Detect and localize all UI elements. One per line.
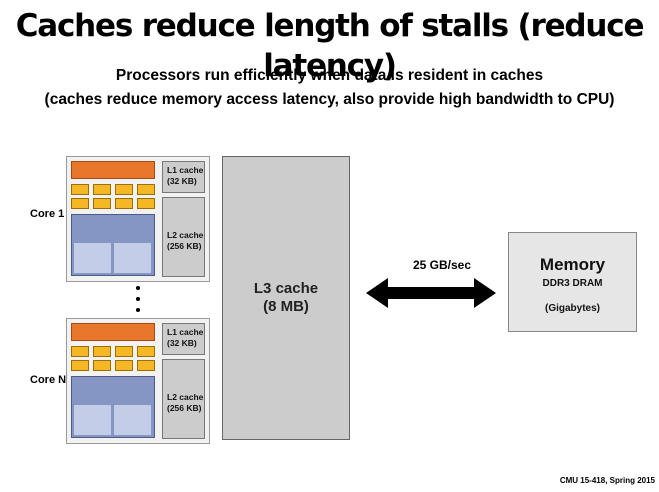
l2-cache-size: (256 KB) bbox=[167, 241, 202, 251]
core-sub-block bbox=[74, 243, 111, 273]
footer-credit: CMU 15-418, Spring 2015 bbox=[559, 476, 655, 485]
core-logic-block bbox=[71, 376, 155, 438]
memory-title: Memory bbox=[539, 255, 606, 274]
l1-cache-size: (32 KB) bbox=[167, 338, 197, 348]
l2-cache-label: L2 cache bbox=[167, 230, 204, 240]
l3-cache-label: L3 cache bbox=[253, 280, 319, 297]
execution-unit bbox=[71, 161, 155, 179]
core-1-block: L1 cache (32 KB) L2 cache (256 KB) bbox=[66, 156, 210, 282]
l3-cache-box: L3 cache (8 MB) bbox=[222, 156, 350, 440]
core-logic-block bbox=[71, 214, 155, 276]
l1-cache-label: L1 cache bbox=[167, 165, 204, 175]
l1-cache-box: L1 cache (32 KB) bbox=[162, 323, 205, 355]
subtitle-line-1: Processors run efficiently when data is … bbox=[115, 67, 544, 84]
l1-cache-label: L1 cache bbox=[167, 327, 204, 337]
core-sub-block bbox=[74, 405, 111, 435]
memory-type: DDR3 DRAM bbox=[542, 278, 603, 289]
core-1-label: Core 1 bbox=[30, 208, 65, 220]
subtitle-line-2: (caches reduce memory access latency, al… bbox=[44, 91, 615, 108]
bandwidth-label: 25 GB/sec bbox=[412, 258, 472, 272]
core-sub-block bbox=[114, 405, 151, 435]
ellipsis-dot bbox=[136, 286, 140, 290]
ellipsis-dot bbox=[136, 308, 140, 312]
memory-size: (Gigabytes) bbox=[544, 303, 600, 314]
l2-cache-box: L2 cache (256 KB) bbox=[162, 197, 205, 277]
register-grid bbox=[71, 184, 157, 210]
bidirectional-arrow-icon bbox=[366, 278, 496, 308]
l3-cache-size: (8 MB) bbox=[263, 298, 309, 315]
ellipsis-dot bbox=[136, 297, 140, 301]
slide-title: Caches reduce length of stalls (reduce l… bbox=[15, 8, 645, 84]
core-n-label: Core N bbox=[30, 374, 67, 386]
core-sub-block bbox=[114, 243, 151, 273]
l1-cache-box: L1 cache (32 KB) bbox=[162, 161, 205, 193]
l2-cache-box: L2 cache (256 KB) bbox=[162, 359, 205, 439]
l1-cache-size: (32 KB) bbox=[167, 176, 197, 186]
execution-unit bbox=[71, 323, 155, 341]
register-grid bbox=[71, 346, 157, 372]
core-n-block: L1 cache (32 KB) L2 cache (256 KB) bbox=[66, 318, 210, 444]
l2-cache-size: (256 KB) bbox=[167, 403, 202, 413]
memory-box: Memory DDR3 DRAM (Gigabytes) bbox=[508, 232, 637, 332]
l2-cache-label: L2 cache bbox=[167, 392, 204, 402]
